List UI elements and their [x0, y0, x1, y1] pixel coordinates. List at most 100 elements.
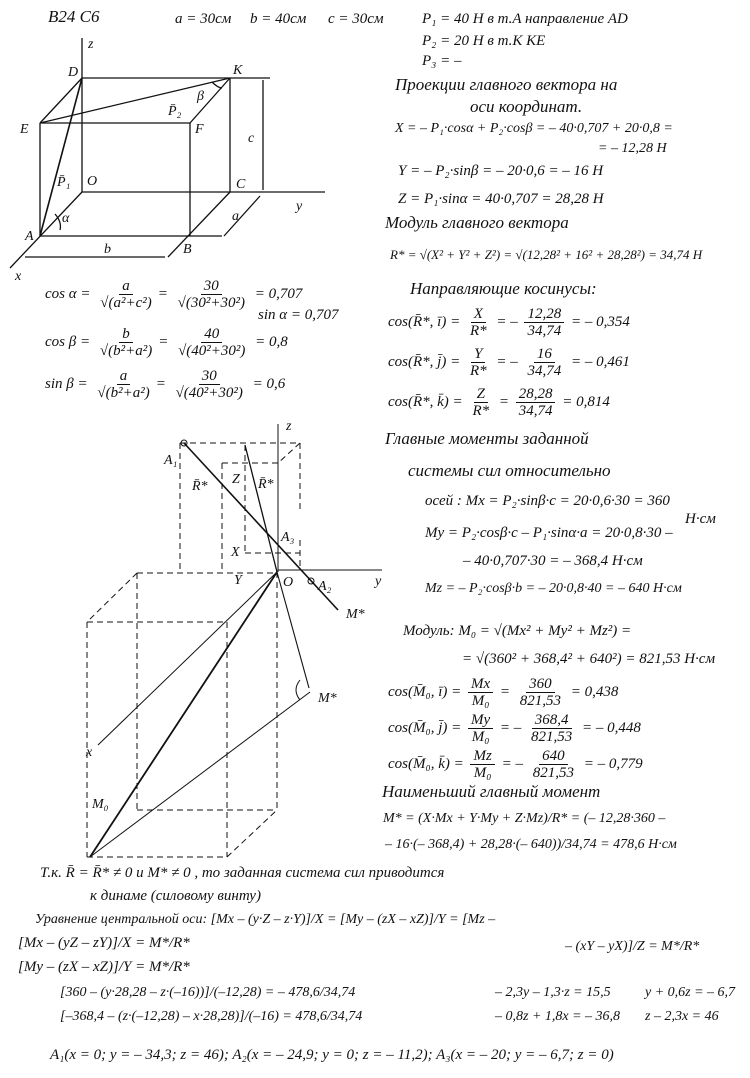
label-m-star-2: M*: [317, 691, 337, 706]
numerator: Mx: [468, 676, 494, 693]
sin-beta: sin β = a√(b²+a²)= 30√(40²+30²) = 0,6: [45, 368, 286, 401]
least-moment-2: – 16·(– 368,4) + 28,28·(– 640))/34,74 = …: [385, 837, 677, 852]
proj-x-result: = – 12,28 H: [598, 141, 667, 156]
cosine-result: = – 0,779: [583, 755, 643, 772]
vector-m0: [89, 571, 278, 858]
label-f: F: [194, 122, 204, 137]
simplified-eq-1: – 2,3y – 1,3·z = 15,5: [495, 985, 611, 1000]
simplified-eq-2: – 0,8z + 1,8x = – 36,8: [495, 1009, 621, 1024]
numerator: Y: [471, 346, 486, 363]
cosine-result: = – 0,354: [570, 313, 630, 330]
numerator: 12,28: [524, 306, 565, 323]
label-beta: β: [196, 89, 204, 104]
force-p1: [39, 77, 83, 237]
label-k: K: [232, 63, 243, 78]
param-b: b = 40см: [250, 11, 307, 27]
sin-alpha: sin α = 0,707: [258, 307, 339, 323]
numerator: 16: [533, 346, 555, 363]
cosine-lhs: cos(M̄₀, j̄) =: [388, 719, 462, 736]
force-p2: [39, 77, 231, 124]
label-dim-a: a: [232, 209, 239, 224]
label-a3: A₃: [280, 530, 295, 545]
param-c: c = 30см: [328, 11, 384, 27]
denominator: 821,53: [532, 765, 574, 781]
conclusion-1: Т.к. R̄ = R̄* ≠ 0 и M* ≠ 0 , то заданная…: [40, 865, 445, 881]
vector-r-star: [244, 444, 278, 573]
given-p2: P₂ = 20 H в т.K KE: [422, 33, 546, 49]
label-p2: P̄₂: [167, 104, 182, 119]
cosines-title: Направляющие косинусы:: [410, 279, 597, 298]
label-x2: x: [85, 745, 93, 760]
cosine-result: = 0,438: [570, 683, 619, 700]
param-a: a = 30см: [175, 11, 232, 27]
numeric-eq-1: [360 – (y·28,28 – z·(–16))]/(–12,28) = –…: [60, 985, 356, 1000]
moment-mx-unit: H·см: [685, 511, 716, 527]
vector-m-star: [276, 571, 310, 689]
sign: = –: [496, 313, 518, 330]
central-axis-eq: Уравнение центральной оси: [Mx – (y·Z – …: [35, 912, 496, 927]
numeric-eq-2: [–368,4 – (z·(–12,28) – x·28,28)]/(–16) …: [60, 1009, 363, 1024]
given-p3: P₃ = –: [422, 53, 462, 69]
label-x-component: X: [230, 545, 240, 560]
cosine-lhs: cos(R̄*, ī) =: [388, 313, 461, 330]
system-eq-1: [Mx – (yZ – zY)]/X = M*/R*: [18, 935, 190, 951]
projections-title-2: оси координат.: [470, 97, 583, 116]
denominator: M₀: [471, 693, 490, 709]
projections-title: Проекции главного вектора на: [395, 75, 618, 94]
result-eq-2: z – 2,3x = 46: [645, 1009, 719, 1024]
moment-m0: Модуль: M₀ = √(Mx² + My² + Mz²) =: [403, 623, 632, 639]
central-axis-line: [183, 442, 339, 611]
label-z: z: [87, 37, 94, 52]
label-dim-c: c: [248, 131, 255, 146]
moment-m0-2: = √(360² + 368,4² + 640²) = 821,53 H·см: [462, 651, 716, 667]
label-dim-b: b: [104, 242, 111, 257]
sign: = –: [501, 755, 523, 772]
label-r-star-1: R̄*: [191, 479, 208, 494]
numerator: Z: [473, 386, 488, 403]
moments-title: Главные моменты заданной: [385, 429, 589, 448]
modulus-r: R* = √(X² + Y² + Z²) = √(12,28² + 16² + …: [390, 247, 703, 262]
label-a1: A₁: [163, 453, 177, 468]
cos-beta: cos β = b√(b²+a²)= 40√(40²+30²) = 0,8: [45, 326, 288, 359]
sign: =: [499, 683, 511, 700]
label-y: y: [294, 199, 303, 214]
cosine-result: = – 0,448: [582, 719, 641, 736]
sign: = –: [499, 719, 522, 736]
label-z2: z: [285, 419, 292, 434]
moment-mx: осей : Mx = P₂·sinβ·c = 20·0,6·30 = 360: [425, 493, 670, 509]
moments-title-2: системы сил относительно: [408, 461, 611, 480]
moment-my: My = P₂·cosβ·c – P₁·sinα·a = 20·0,8·30 –: [425, 525, 673, 541]
label-a: A: [24, 229, 34, 244]
least-moment-title: Наименьший главный момент: [382, 782, 601, 801]
label-o2: O: [283, 575, 293, 590]
cos-alpha: cos α = a√(a²+c²)= 30√(30²+30²) = 0,707: [45, 278, 303, 311]
denominator: 821,53: [531, 729, 573, 745]
moment-mz: Mz = – P₂·cosβ·b = – 20·0,8·40 = – 640 H…: [425, 581, 682, 596]
moment-my-2: – 40·0,707·30 = – 368,4 H·см: [463, 553, 643, 569]
label-r-star-2: R̄*: [257, 477, 274, 492]
denominator: 821,53: [519, 693, 562, 709]
denominator: M₀: [473, 765, 492, 781]
result-eq-1: y + 0,6z = – 6,7: [645, 985, 736, 1000]
conclusion-2: к динаме (силовому винту): [90, 888, 261, 904]
cosine-lhs: cos(R̄*, j̄) =: [388, 353, 461, 370]
cosine-lhs: cos(R̄*, k̄) =: [388, 393, 463, 410]
variant-label: B24 C6: [48, 7, 100, 26]
sign: = –: [496, 353, 518, 370]
label-y2: y: [373, 574, 382, 589]
least-moment-1: M* = (X·Mx + Y·My + Z·Mz)/R* = (– 12,28·…: [383, 811, 666, 826]
